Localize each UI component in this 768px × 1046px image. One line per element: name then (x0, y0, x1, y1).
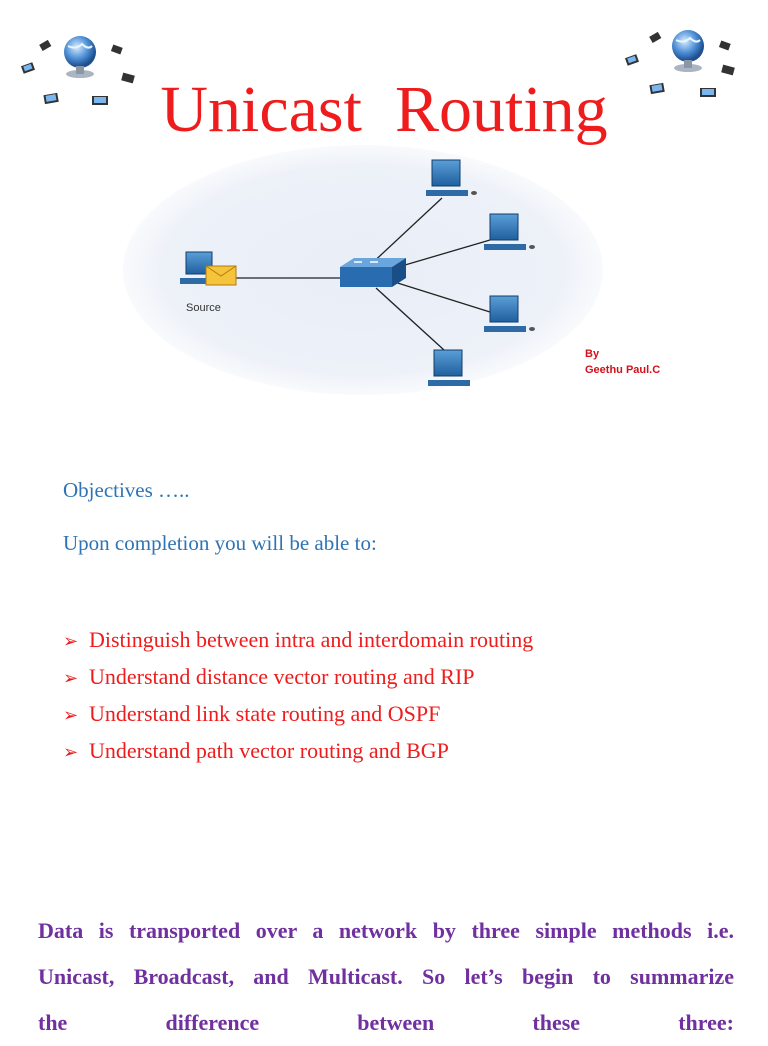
list-item-text: Understand distance vector routing and R… (89, 664, 475, 689)
globe-network-icon (624, 30, 735, 97)
summary-paragraph: Data is transported over a network by th… (38, 908, 734, 1046)
list-item-text: Distinguish between intra and interdomai… (89, 627, 534, 652)
computer-icon (484, 213, 535, 250)
computer-icon (484, 295, 535, 332)
list-item: ➢ Understand distance vector routing and … (63, 659, 533, 696)
summary-line: the difference between these three: (38, 1010, 734, 1035)
objectives-list: ➢ Distinguish between intra and interdoma… (63, 622, 533, 770)
byline-author: Geethu Paul.C (585, 364, 661, 376)
arrow-bullet-icon: ➢ (63, 705, 79, 725)
page-title: Unicast Routing (160, 73, 608, 146)
list-item: ➢ Understand link state routing and OSPF (63, 696, 533, 733)
intro-text: Upon completion you will be able to: (63, 531, 377, 555)
summary-line: Data is transported over a network by th… (38, 918, 734, 943)
byline-by: By (585, 348, 600, 360)
arrow-bullet-icon: ➢ (63, 742, 79, 762)
switch-icon (340, 258, 406, 287)
globe-network-icon (20, 36, 135, 105)
list-item: ➢ Distinguish between intra and interdoma… (63, 622, 533, 659)
author-byline: By Geethu Paul.C (585, 346, 660, 378)
computer-icon (426, 159, 477, 196)
objectives-heading: Objectives ….. (63, 478, 190, 502)
unicast-network-diagram: Source (123, 145, 603, 395)
summary-line: Unicast, Broadcast, and Multicast. So le… (38, 964, 734, 989)
source-label: Source (186, 302, 221, 314)
list-item-text: Understand link state routing and OSPF (89, 701, 441, 726)
arrow-bullet-icon: ➢ (63, 631, 79, 651)
arrow-bullet-icon: ➢ (63, 668, 79, 688)
list-item: ➢ Understand path vector routing and BGP (63, 733, 533, 770)
computer-icon (428, 349, 470, 386)
source-computer-icon (180, 251, 237, 286)
list-item-text: Understand path vector routing and BGP (89, 738, 449, 763)
